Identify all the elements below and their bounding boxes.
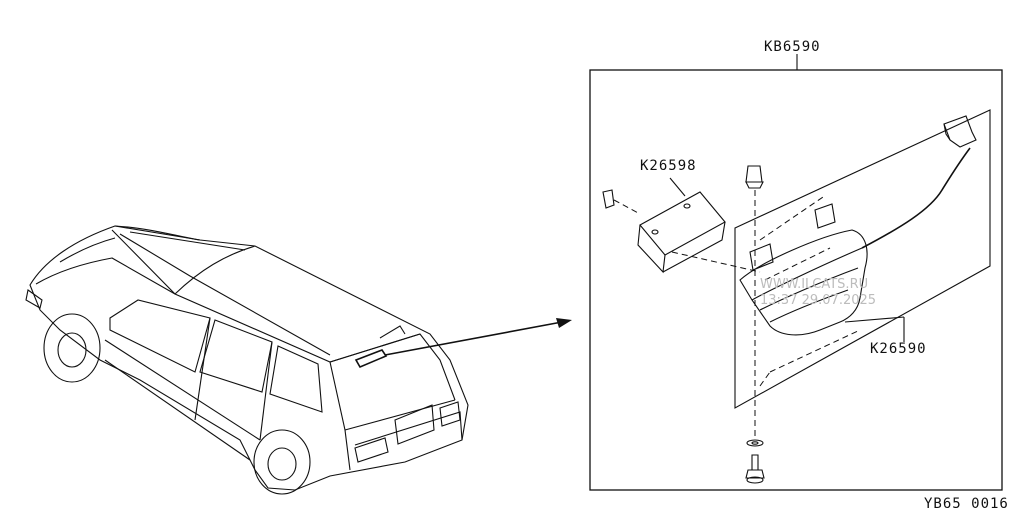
page-code: YB65 0016 xyxy=(924,496,1009,512)
washer-icon xyxy=(746,439,764,447)
wiring-harness xyxy=(861,115,977,249)
detail-frame xyxy=(589,69,1003,491)
assembly-part-number: KB6590 xyxy=(764,39,821,55)
lamp-k26590 xyxy=(739,194,868,387)
mounting-plane xyxy=(734,109,991,409)
screw-left-icon xyxy=(602,189,641,215)
top-clip-icon xyxy=(745,165,764,189)
watermark-site: WWW.ILCATS.RU xyxy=(760,277,868,292)
alignment-line-bracket xyxy=(671,251,761,273)
callout-arrow xyxy=(384,318,572,356)
bolt-icon xyxy=(745,454,765,484)
lamp-part-number: K26590 xyxy=(870,341,927,357)
bracket-part-number: K26598 xyxy=(640,158,697,174)
watermark-timestamp: 13:37 29.07.2025 xyxy=(760,293,876,308)
lamp-leader-a xyxy=(844,316,905,323)
car-illustration xyxy=(25,225,469,495)
bracket-k26598 xyxy=(637,177,726,274)
